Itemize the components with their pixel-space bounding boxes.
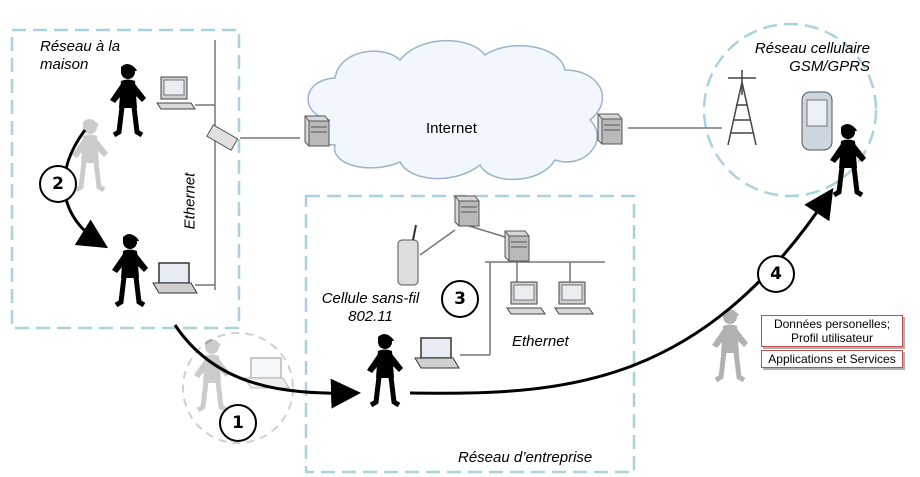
wifi-cell-label: Cellule sans-fil 802.11 <box>321 290 420 325</box>
step-4-badge: 4 <box>757 255 795 293</box>
applications-box: Applications et Services <box>761 350 903 368</box>
home-network-zone <box>10 28 241 330</box>
enterprise-laptop-icon <box>414 337 460 369</box>
cellular-network-zone <box>702 22 878 198</box>
step-2-badge: 2 <box>39 165 77 203</box>
enterprise-desktop-2-icon <box>554 281 594 315</box>
enterprise-server-icon <box>454 195 480 227</box>
network-wires <box>195 40 722 356</box>
router-icon <box>206 124 239 151</box>
cellular-server-icon <box>597 113 623 145</box>
enterprise-desktop-icon <box>506 281 546 315</box>
home-laptop-icon <box>152 262 198 294</box>
home-laptop-user-icon <box>112 234 148 305</box>
home-desktop-icon <box>156 76 196 110</box>
enterprise-network-label: Réseau d’entreprise <box>458 449 593 466</box>
access-point-icon <box>397 224 419 286</box>
step-1-badge: 1 <box>219 404 257 442</box>
enterprise-user-icon <box>367 334 403 405</box>
home-network-label: Réseau à la maison <box>40 38 121 73</box>
roaming-zone <box>182 332 294 444</box>
home-server-icon <box>304 115 330 147</box>
ethernet-home-label: Ethernet <box>181 172 199 230</box>
arrow-1 <box>173 324 361 409</box>
pda-icon <box>801 91 833 151</box>
personal-data-box: Données personelles; Profil utilisateur <box>761 315 903 347</box>
home-user-icon <box>110 64 146 135</box>
ethernet-enterprise-label: Ethernet <box>512 333 569 350</box>
enterprise-network-zone <box>304 194 636 474</box>
antenna-tower-icon <box>727 70 757 146</box>
step-3-badge: 3 <box>441 280 479 318</box>
cellular-network-label: Réseau cellulaire GSM/GPRS <box>754 40 870 75</box>
internet-cloud <box>307 39 604 181</box>
home-user-ghost-icon <box>72 119 108 190</box>
enterprise-server-2-icon <box>504 230 530 262</box>
internet-label: Internet <box>426 120 477 137</box>
